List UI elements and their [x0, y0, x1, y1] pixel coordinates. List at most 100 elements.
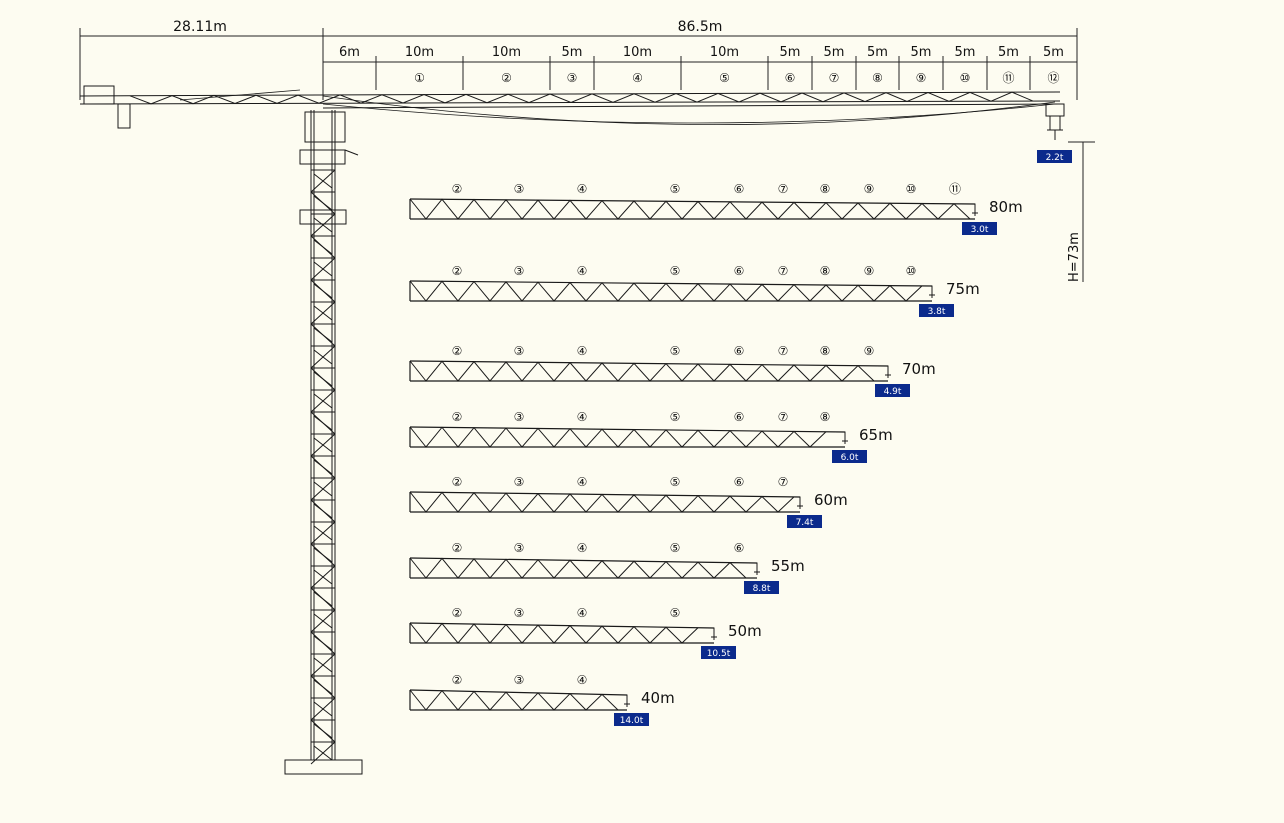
section-number: ⑥ — [734, 541, 745, 555]
jib-length-label: 65m — [859, 426, 893, 444]
section-number: ② — [452, 541, 463, 555]
segment-length-label: 10m — [623, 45, 652, 60]
segment-number-label: ③ — [567, 71, 578, 85]
section-number: ⑨ — [864, 182, 875, 196]
dimension-lines — [79, 28, 1078, 100]
segment-number-label: ⑪ — [1002, 71, 1014, 85]
section-number: ④ — [577, 182, 588, 196]
section-number: ③ — [514, 541, 525, 555]
section-number: ⑥ — [734, 410, 745, 424]
jib-top-chord — [409, 280, 933, 287]
jib-length: 86.5m — [678, 19, 723, 35]
section-number: ② — [452, 344, 463, 358]
section-number: ⑦ — [778, 410, 789, 424]
section-number: ④ — [577, 264, 588, 278]
section-number: ③ — [514, 410, 525, 424]
section-number: ⑪ — [949, 182, 961, 196]
jib-length-label: 70m — [902, 360, 936, 378]
jib-web — [409, 689, 619, 711]
load-label: 4.9t — [884, 387, 902, 397]
section-number: ③ — [514, 344, 525, 358]
section-number: ④ — [577, 344, 588, 358]
section-number: ② — [452, 264, 463, 278]
jib-top-chord — [409, 557, 758, 564]
jib-length-label: 50m — [728, 622, 762, 640]
load-badge — [744, 581, 779, 594]
jib-length-label: 75m — [946, 280, 980, 298]
segment-length-label: 5m — [911, 45, 932, 60]
jib-top-chord — [409, 491, 801, 498]
segment-number-label: ⑤ — [719, 71, 730, 85]
jib-config-row: ② ③ ④ 40m 14.0t — [409, 673, 675, 726]
load-badge — [919, 304, 954, 317]
jib-length-label: 40m — [641, 689, 675, 707]
section-number: ⑥ — [734, 475, 745, 489]
section-number: ④ — [577, 410, 588, 424]
section-number: ⑤ — [670, 541, 681, 555]
load-label: 3.0t — [971, 225, 989, 235]
jib-web — [409, 491, 795, 513]
segment-length-label: 5m — [562, 45, 583, 60]
section-number: ⑧ — [820, 264, 831, 278]
section-number: ④ — [577, 673, 588, 687]
segment-length-label: 10m — [405, 45, 434, 60]
section-number: ② — [452, 475, 463, 489]
section-number: ⑧ — [820, 344, 831, 358]
section-number: ⑩ — [906, 264, 917, 278]
jib-top-chord — [409, 360, 889, 367]
load-label: 14.0t — [620, 716, 644, 726]
jib-web — [409, 280, 923, 302]
segment-number-label: ⑫ — [1047, 71, 1059, 85]
jib-top-chord — [409, 689, 628, 696]
jib-length-label: 60m — [814, 491, 848, 509]
load-badge — [875, 384, 910, 397]
load-label: 8.8t — [753, 584, 771, 594]
section-number: ⑦ — [778, 264, 789, 278]
jib-top-chord — [409, 426, 846, 433]
hook-icon — [621, 694, 630, 707]
section-number: ② — [452, 182, 463, 196]
segment-length-label: 10m — [492, 45, 521, 60]
tower-mast — [284, 110, 363, 775]
jib-top-chord — [409, 198, 976, 205]
section-number: ⑤ — [670, 344, 681, 358]
section-number: ⑥ — [734, 182, 745, 196]
section-number: ③ — [514, 475, 525, 489]
hook-icon — [751, 562, 760, 575]
section-number: ⑤ — [670, 264, 681, 278]
hook-icon — [794, 496, 803, 509]
section-number: ② — [452, 410, 463, 424]
height-label: H=73m — [1067, 232, 1082, 282]
segment-length-label: 10m — [710, 45, 739, 60]
segment-number-label: ④ — [632, 71, 643, 85]
load-label: 3.8t — [928, 307, 946, 317]
section-number: ⑨ — [864, 264, 875, 278]
section-number: ⑨ — [864, 344, 875, 358]
section-number: ② — [452, 606, 463, 620]
jib-top-chord — [409, 622, 715, 629]
section-number: ③ — [514, 673, 525, 687]
load-label: 6.0t — [841, 453, 859, 463]
section-number: ⑦ — [778, 475, 789, 489]
jib-web — [409, 360, 875, 382]
counter-jib-length: 28.11m — [173, 19, 227, 35]
load-badge — [787, 515, 822, 528]
section-number: ④ — [577, 475, 588, 489]
segment-number-label: ⑩ — [960, 71, 971, 85]
segment-length-label: 6m — [339, 45, 360, 60]
section-number: ② — [452, 673, 463, 687]
segment-number-label: ① — [414, 71, 425, 85]
section-number: ⑤ — [670, 410, 681, 424]
section-number: ⑤ — [670, 182, 681, 196]
section-number: ⑤ — [670, 606, 681, 620]
segment-length-label: 5m — [780, 45, 801, 60]
section-number: ⑩ — [906, 182, 917, 196]
hook-icon — [708, 627, 717, 640]
load-badge — [701, 646, 736, 659]
